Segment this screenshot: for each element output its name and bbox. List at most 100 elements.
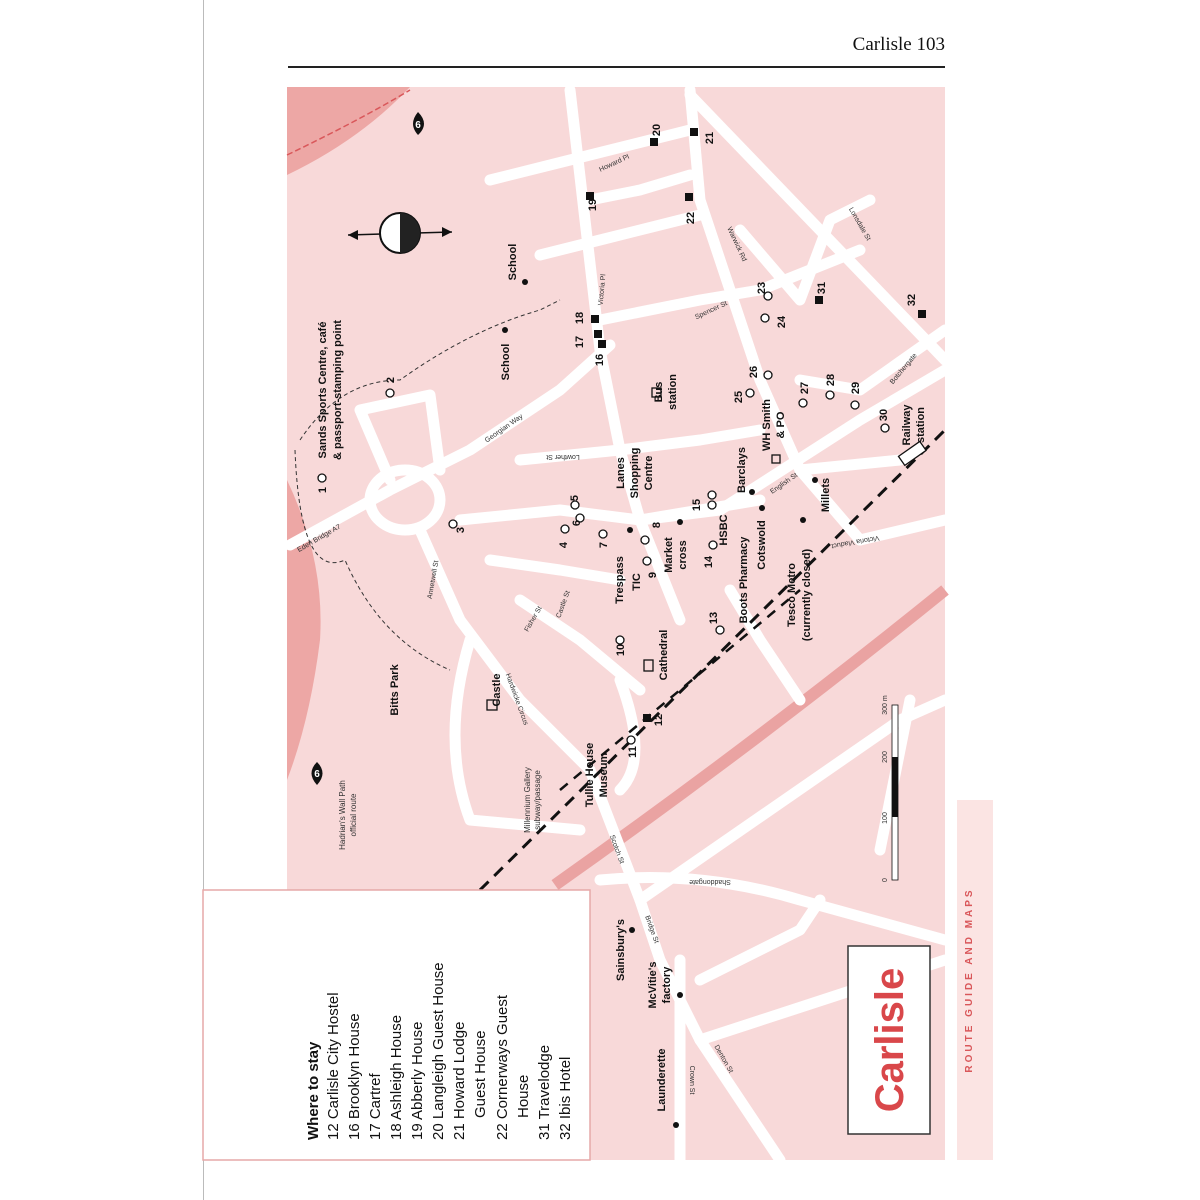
label-barclays: Barclays: [736, 447, 748, 493]
map-title-box: [847, 945, 931, 1135]
poi-number-15: 15: [691, 499, 703, 511]
legend-item: 12 Carlisle City Hostel: [325, 992, 342, 1140]
legend-item: 17 Cartref: [367, 1072, 384, 1140]
label-market-cross: Market: [663, 537, 675, 573]
river-eden-top: [287, 87, 410, 175]
label-millennium-gallery: Millennium Gallery: [523, 767, 532, 833]
poi-number-25: 25: [733, 391, 745, 403]
label-tullie-house: Tullie House: [584, 743, 596, 808]
legend-item: 20 Langleigh Guest House: [430, 962, 447, 1140]
boundary-line: [286, 89, 411, 156]
poi-number-8: 8: [651, 522, 663, 528]
label-castle: Castle: [491, 673, 503, 706]
legend-item: 18 Ashleigh House: [388, 1015, 405, 1140]
railway-line-branch: [559, 589, 801, 791]
poi-number-31: 31: [816, 282, 828, 294]
label-sands-centre-2: & passport-stamping point: [332, 320, 344, 460]
label-wh-smith: WH Smith: [761, 399, 773, 451]
poi-number-23: 23: [756, 282, 768, 294]
label-bus-station: Bus: [653, 382, 665, 403]
section-tab: [957, 800, 993, 1160]
poi-number-6: 6: [571, 520, 583, 526]
label-trespass: Trespass: [614, 556, 626, 604]
label-hadrians-wall-path-2: official route: [349, 793, 358, 837]
legend-item: 22 Cornerways Guest: [494, 994, 511, 1140]
label-millets: Millets: [820, 478, 832, 512]
scale-bar: 0 100 200 300 m: [882, 695, 899, 882]
label-cotswold: Cotswold: [756, 520, 768, 570]
label-tesco: Tesco Metro: [786, 563, 798, 627]
label-boots: Boots Pharmacy: [738, 536, 750, 624]
poi-dots: [502, 279, 818, 1128]
poi-number-12: 12: [653, 714, 665, 726]
poi-number-4: 4: [558, 541, 570, 548]
label-launderette: Launderette: [656, 1049, 668, 1112]
label-tesco-2: (currently closed): [801, 549, 813, 642]
label-millennium-gallery-2: subway/passage: [533, 770, 542, 830]
label-tullie-house-2: Museum: [598, 752, 610, 797]
label-railway-station: Railway: [901, 404, 913, 446]
poi-number-18: 18: [574, 312, 586, 324]
street-shaddongate: Shaddongate: [689, 878, 731, 885]
poi-number-1: 1: [317, 487, 329, 493]
poi-number-14: 14: [703, 555, 715, 568]
poi-number-10: 10: [615, 644, 627, 656]
legend-item: 19 Abberly House: [409, 1022, 426, 1140]
poi-number-27: 27: [799, 382, 811, 394]
label-wh-smith-2: & PO: [775, 411, 787, 438]
legend-item: Guest House: [472, 1030, 489, 1118]
label-mcvities: McVitie's: [647, 961, 659, 1008]
poi-numbers: 1234567891011121314151617181920212223242…: [317, 124, 918, 758]
label-lanes: Lanes: [615, 457, 627, 489]
label-hsbc: HSBC: [718, 514, 730, 545]
legend-heading: Where to stay: [305, 1041, 322, 1140]
label-hadrians-wall-path: Hadrian's Wall Path: [338, 780, 347, 850]
scale-tick: 200: [882, 751, 889, 763]
poi-number-7: 7: [598, 542, 610, 548]
poi-number-24: 24: [776, 315, 788, 328]
accommodation-house-icons: [586, 128, 926, 722]
poi-number-2: 2: [385, 377, 397, 383]
poi-number-3: 3: [455, 527, 467, 533]
scale-tick: 300 m: [882, 695, 889, 715]
legend-item: 31 Travelodge: [536, 1045, 553, 1140]
legend-item: 32 Ibis Hotel: [557, 1057, 574, 1140]
poi-number-29: 29: [850, 382, 862, 394]
poi-number-20: 20: [651, 124, 663, 136]
marker-number: 6: [415, 120, 421, 131]
label-school-2: School: [500, 344, 512, 381]
castle-icon: [486, 699, 498, 711]
cathedral-icon: [643, 659, 654, 672]
poi-circles: [317, 291, 890, 745]
poi-number-9: 9: [647, 572, 659, 578]
hadrians-wall-marker-top: 6: [413, 112, 424, 135]
label-school: School: [507, 244, 519, 281]
poi-number-32: 32: [906, 294, 918, 306]
legend-item: 16 Brooklyn House: [346, 1013, 363, 1140]
section-tab-label: ROUTE GUIDE AND MAPS: [964, 887, 975, 1072]
roads: [284, 84, 951, 1166]
post-office-icon: [771, 454, 781, 464]
label-railway-station-2: station: [915, 407, 927, 443]
poi-number-30: 30: [878, 409, 890, 421]
hadrians-wall-marker-bottom: 6: [311, 762, 323, 785]
street-lowther-street: Lowther St: [546, 453, 580, 460]
label-sands-centre: Sands Sports Centre, café: [317, 322, 329, 459]
running-head: Carlisle 103: [852, 34, 945, 55]
scale-tick: 100: [882, 812, 889, 824]
poi-number-22: 22: [685, 212, 697, 224]
railway-station-icon: [897, 440, 927, 467]
label-tic: TIC: [631, 573, 643, 591]
bus-icon: [651, 387, 662, 398]
street-crown-street: Crown St: [688, 1066, 695, 1095]
map-title: Carlisle: [868, 968, 912, 1113]
label-bitts-park: Bitts Park: [389, 663, 401, 715]
street-victoria-place: Victoria Pl: [598, 273, 608, 305]
poi-number-28: 28: [825, 374, 837, 386]
label-mcvities-2: factory: [661, 966, 673, 1004]
river-eden-left: [287, 480, 321, 780]
label-market-cross-2: cross: [677, 540, 689, 569]
poi-number-19: 19: [587, 199, 599, 211]
